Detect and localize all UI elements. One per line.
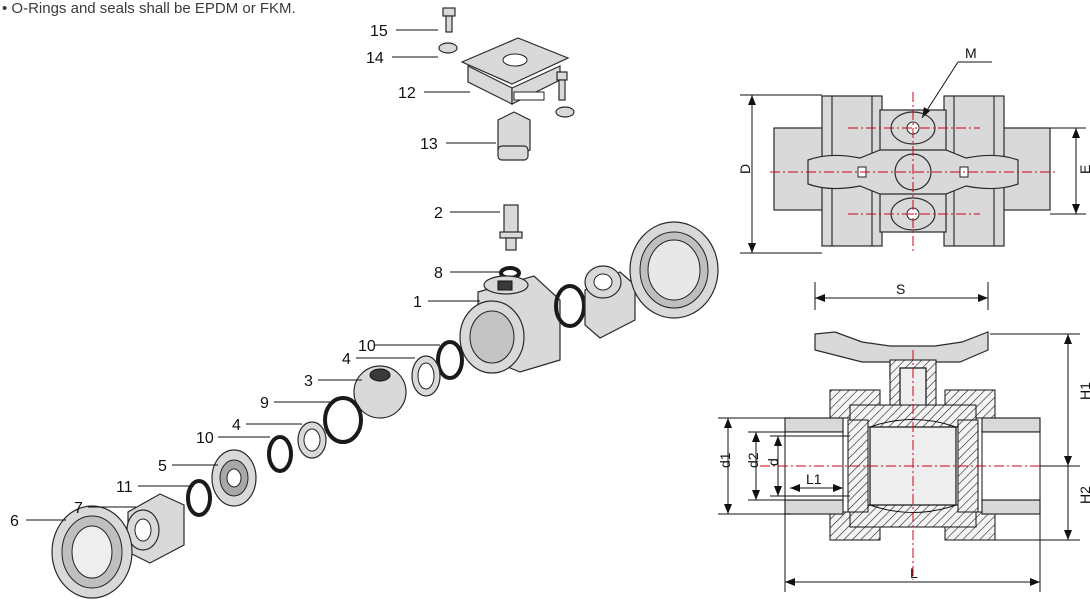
dim-D: D (737, 164, 753, 174)
materials-note: • O-Rings and seals shall be EPDM or FKM… (2, 0, 296, 17)
callout-7: 7 (74, 500, 83, 517)
part-15-bolt (442, 7, 456, 33)
part-10-oring-upper (436, 340, 464, 380)
callout-10-lower: 10 (196, 430, 214, 447)
section-view (718, 282, 1080, 592)
part-1-body (459, 275, 561, 374)
callout-5: 5 (158, 458, 167, 475)
part-14-washer (438, 42, 458, 54)
part-tailpiece-right (584, 265, 636, 339)
part-5-carrier (211, 449, 257, 507)
part-union-nut-right (629, 221, 719, 319)
callout-1: 1 (413, 294, 422, 311)
callout-14: 14 (366, 50, 384, 67)
part-10-oring-lower (267, 435, 293, 473)
dim-d2: d2 (745, 452, 761, 468)
exploded-view (51, 7, 719, 599)
dim-L1: L1 (806, 471, 822, 487)
part-2-stem (499, 204, 523, 251)
part-4-seat-lower (297, 421, 327, 459)
callout-leaders (26, 29, 500, 521)
dim-d1: d1 (717, 452, 733, 468)
callout-15: 15 (370, 23, 388, 40)
callout-11: 11 (116, 479, 133, 496)
callout-4-upper: 4 (342, 351, 351, 368)
part-13-adapter (497, 111, 531, 161)
part-6-union-nut-left (51, 505, 133, 599)
callout-2: 2 (434, 205, 443, 222)
dim-S: S (896, 281, 905, 297)
part-4-seat-upper (411, 355, 441, 397)
dim-E: E (1077, 165, 1090, 174)
callout-6: 6 (10, 513, 19, 530)
callout-10-upper: 10 (358, 338, 376, 355)
part-3-ball (353, 365, 407, 419)
callout-8: 8 (434, 265, 443, 282)
callout-labels: 15 14 12 13 2 8 1 10 4 3 9 4 10 5 11 7 6 (10, 23, 443, 530)
dim-L: L (910, 565, 918, 581)
part-12-bolt (555, 71, 575, 118)
dim-M: M (965, 45, 977, 61)
dim-H1: H1 (1077, 382, 1090, 400)
dim-H2: H2 (1077, 486, 1090, 504)
callout-12: 12 (398, 85, 416, 102)
top-view (740, 61, 1086, 254)
callout-9: 9 (260, 395, 269, 412)
callout-13: 13 (420, 136, 438, 153)
callout-3: 3 (304, 373, 313, 390)
part-9-oring (323, 396, 363, 444)
callout-4-lower: 4 (232, 417, 241, 434)
part-11-oring (186, 479, 212, 517)
part-7-tailpiece (126, 493, 185, 564)
dim-d: d (765, 458, 781, 466)
part-oring-body (554, 284, 586, 328)
part-12-bracket (460, 37, 570, 105)
